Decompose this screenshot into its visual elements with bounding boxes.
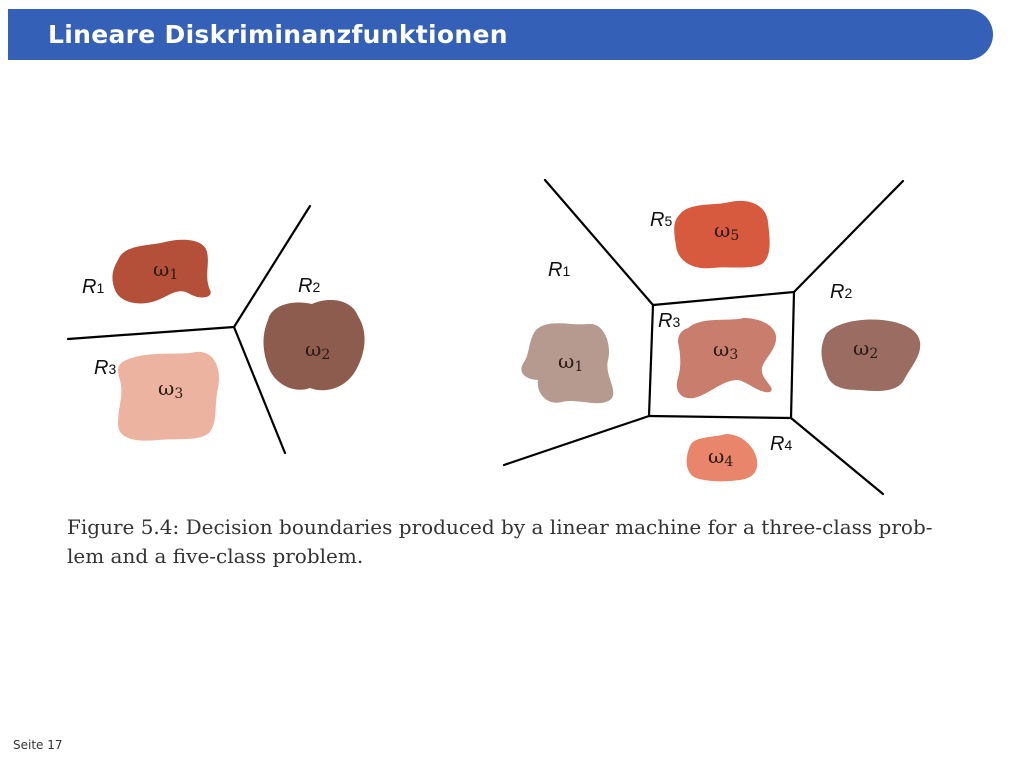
right-class-2-blob xyxy=(821,319,921,391)
right-region-label-r5: R5 xyxy=(650,209,672,231)
left-boundary-r1-r3 xyxy=(66,325,236,341)
left-boundary-r1-r2 xyxy=(232,204,312,329)
right-boundary-r3-bottom xyxy=(647,414,793,420)
left-region-label-r1: R1 xyxy=(82,276,104,298)
right-region-label-r4: R4 xyxy=(770,433,792,455)
right-class-label-w2: ω2 xyxy=(853,336,878,362)
three-class-diagram: R1 R2 R3 ω1 ω2 ω3 xyxy=(66,204,365,455)
right-class-5-blob xyxy=(674,200,770,269)
right-region-label-r3: R3 xyxy=(658,310,680,332)
slide-title: Lineare Diskriminanzfunktionen xyxy=(48,20,508,49)
right-region-label-r1: R1 xyxy=(548,259,570,281)
right-class-label-w1: ω1 xyxy=(558,349,583,375)
left-class-label-w3: ω3 xyxy=(158,376,183,402)
left-region-label-r3: R3 xyxy=(94,357,116,379)
right-boundary-r3-right xyxy=(789,290,796,420)
left-class-label-w2: ω2 xyxy=(305,337,330,363)
right-boundary-r3-left xyxy=(647,303,655,418)
right-class-label-w4: ω4 xyxy=(708,444,733,470)
right-class-label-w3: ω3 xyxy=(713,337,738,363)
right-boundary-r1-r5 xyxy=(543,178,655,307)
title-bar: Lineare Diskriminanzfunktionen xyxy=(8,9,993,60)
right-class-4-blob xyxy=(686,434,758,482)
right-boundary-r1-r4 xyxy=(502,414,651,467)
left-class-1-blob xyxy=(112,239,211,304)
right-region-label-r2: R2 xyxy=(830,281,852,303)
left-boundary-r2-r3 xyxy=(232,325,287,455)
five-class-diagram: R5 R1 R2 R3 R4 ω5 ω1 ω3 ω2 ω4 xyxy=(502,178,921,496)
right-boundary-r4-r2 xyxy=(789,416,885,496)
right-class-3-blob xyxy=(676,318,777,399)
right-boundary-r5-r2 xyxy=(792,179,905,294)
left-class-label-w1: ω1 xyxy=(153,257,178,283)
right-class-label-w5: ω5 xyxy=(714,218,739,244)
right-boundary-r3-top xyxy=(651,290,796,307)
left-class-3-blob xyxy=(118,351,220,441)
left-region-label-r2: R2 xyxy=(298,275,320,297)
figure-caption: Figure 5.4: Decision boundaries produced… xyxy=(67,513,947,571)
right-class-1-blob xyxy=(521,323,614,404)
figure-caption-line-1: Figure 5.4: Decision boundaries produced… xyxy=(67,515,933,539)
left-class-2-blob xyxy=(263,300,365,391)
page-number: Seite 17 xyxy=(13,738,63,752)
figure-caption-line-2: lem and a five-class problem. xyxy=(67,544,364,568)
